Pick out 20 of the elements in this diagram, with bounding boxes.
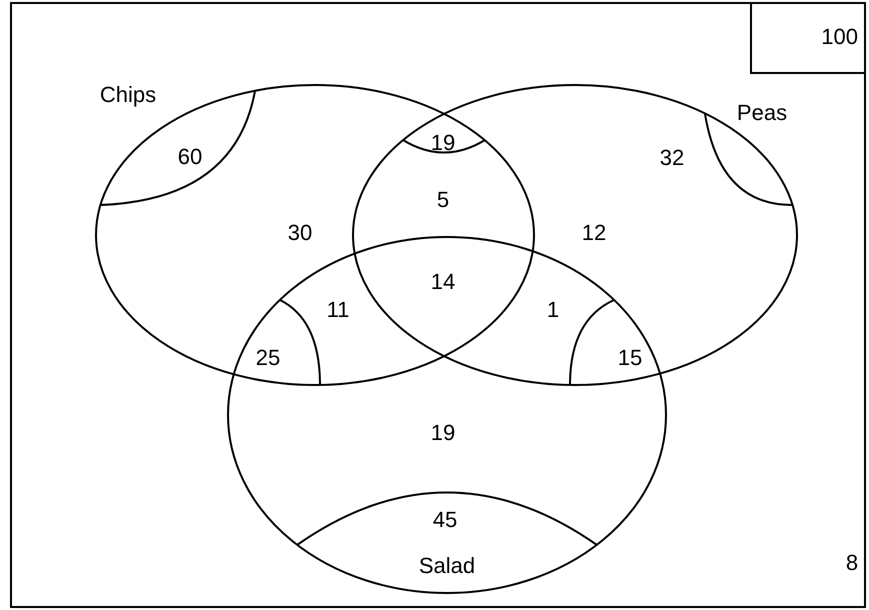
set-label: Salad xyxy=(418,555,476,577)
region-count: 19 xyxy=(430,422,456,444)
set-ellipse xyxy=(351,83,799,387)
region-count: 25 xyxy=(256,347,280,369)
set-label: Peas xyxy=(736,102,788,124)
region-count: 14 xyxy=(430,271,456,293)
universal-set-frame xyxy=(10,2,866,608)
region-count: 45 xyxy=(432,509,458,531)
set-label: Chips xyxy=(100,84,156,106)
region-count: 12 xyxy=(582,222,606,244)
region-count: 30 xyxy=(288,222,312,244)
region-count: 5 xyxy=(436,189,450,211)
region-count: 11 xyxy=(326,299,350,321)
region-count: 60 xyxy=(178,146,202,168)
total-box: 100 xyxy=(750,2,866,74)
region-count: 19 xyxy=(430,132,456,154)
region-count: 32 xyxy=(660,147,684,169)
region-count: 1 xyxy=(546,299,560,321)
region-count: 8 xyxy=(846,552,858,574)
region-count: 15 xyxy=(618,347,642,369)
